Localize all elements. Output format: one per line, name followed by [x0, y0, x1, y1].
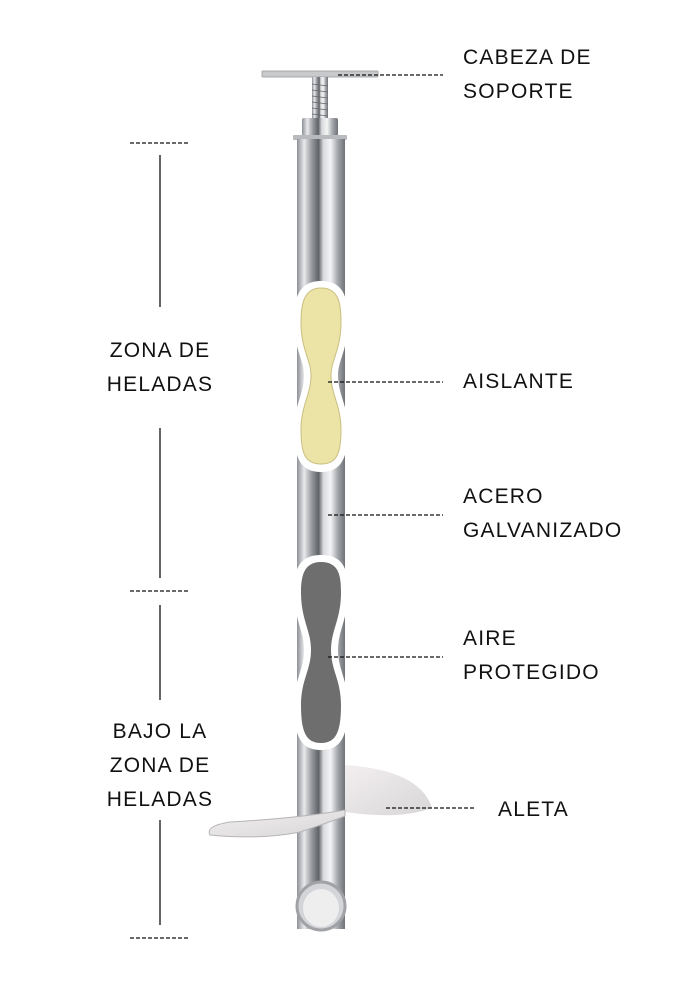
label-galvanized-steel: ACERO GALVANIZADO [463, 480, 622, 548]
text: HELADAS [106, 788, 214, 811]
steel-pipe [297, 139, 345, 929]
zone-markers [130, 142, 190, 939]
text: ALETA [498, 798, 569, 821]
label-support-head: CABEZA DE SOPORTE [463, 41, 592, 109]
text: ZONA DE [109, 339, 211, 362]
text: GALVANIZADO [463, 519, 623, 542]
helical-fin-back [345, 765, 432, 816]
label-insulation: AISLANTE [463, 365, 574, 399]
hex-nut [302, 118, 338, 136]
label-fin: ALETA [498, 793, 569, 827]
label-protected-air: AIRE PROTEGIDO [463, 622, 600, 690]
callout-leaders [328, 74, 475, 809]
text: ACERO [463, 485, 544, 508]
text: BAJO LA [112, 720, 208, 743]
text: ZONA DE [109, 754, 211, 777]
label-frost-zone: ZONA DE HELADAS [80, 334, 240, 402]
support-plate [261, 70, 379, 78]
text: HELADAS [106, 373, 214, 396]
text: AISLANTE [463, 370, 575, 393]
label-below-frost-zone: BAJO LA ZONA DE HELADAS [80, 715, 240, 817]
text: AIRE [463, 627, 517, 650]
text: SOPORTE [463, 80, 574, 103]
text: PROTEGIDO [463, 661, 600, 684]
helical-fin-front [208, 809, 346, 838]
text: CABEZA DE [463, 46, 592, 69]
